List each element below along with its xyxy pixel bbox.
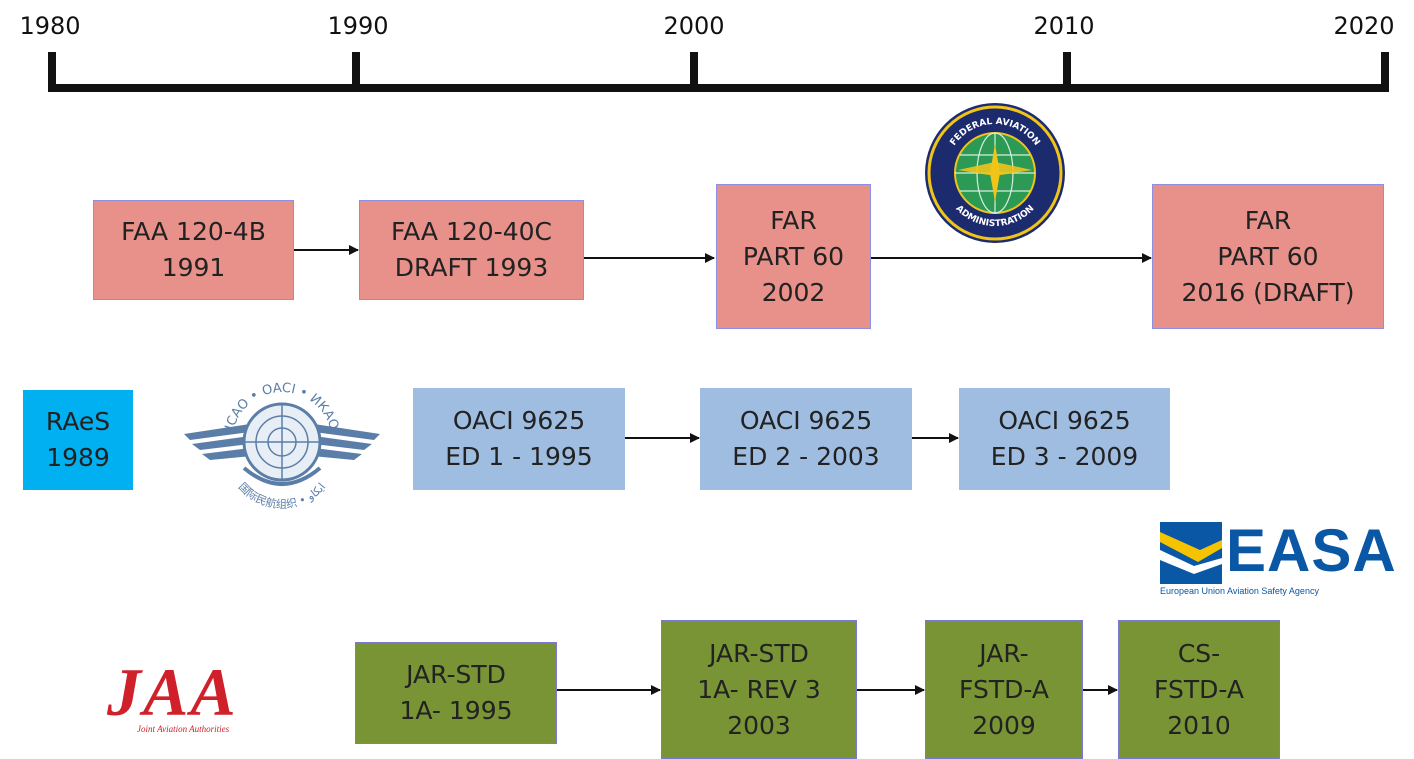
box-line: FAR bbox=[770, 205, 817, 235]
jaa-box: CS- FSTD-A 2010 bbox=[1118, 620, 1280, 759]
axis-tick bbox=[352, 52, 360, 92]
box-line: 2002 bbox=[761, 277, 826, 307]
easa-logo-tagline: European Union Aviation Safety Agency bbox=[1160, 586, 1319, 596]
box-line: RAeS bbox=[45, 407, 111, 436]
faa-seal-logo: FEDERAL AVIATION ADMINISTRATION bbox=[925, 103, 1065, 243]
oaci-box: OACI 9625 ED 1 - 1995 bbox=[413, 388, 625, 490]
axis-tick bbox=[690, 52, 698, 92]
easa-emblem-icon bbox=[1160, 522, 1222, 584]
box-line: JAR-STD bbox=[406, 660, 506, 689]
box-line: CS- bbox=[1177, 638, 1221, 668]
faa-box: FAA 120-40C DRAFT 1993 bbox=[359, 200, 584, 300]
jaa-logo-tagline: Joint Aviation Authorities bbox=[137, 724, 230, 734]
jaa-logo-text: JAA bbox=[107, 654, 238, 730]
box-line: 1991 bbox=[161, 253, 226, 282]
box-line: ED 1 - 1995 bbox=[445, 442, 593, 471]
axis-tick bbox=[48, 52, 56, 92]
oaci-box: OACI 9625 ED 2 - 2003 bbox=[700, 388, 912, 490]
faa-box: FAA 120-4B 1991 bbox=[93, 200, 294, 300]
box-line: 2016 (DRAFT) bbox=[1181, 277, 1355, 307]
box-line: 1A- 1995 bbox=[399, 696, 513, 725]
jaa-box: JAR-STD 1A- 1995 bbox=[355, 642, 557, 744]
easa-logo: EASA European Union Aviation Safety Agen… bbox=[1158, 517, 1396, 600]
box-line: PART 60 bbox=[742, 241, 845, 271]
jaa-box: JAR-STD 1A- REV 3 2003 bbox=[661, 620, 857, 759]
year-label: 2000 bbox=[663, 12, 725, 40]
icao-logo: ICAO • OACI • ИКАО 国际民航组织 • ايكاو bbox=[184, 381, 380, 511]
axis-tick bbox=[1063, 52, 1071, 92]
box-line: FAA 120-40C bbox=[391, 217, 552, 246]
box-line: FAR bbox=[1244, 205, 1292, 235]
axis-tick bbox=[1381, 52, 1389, 92]
year-label: 1980 bbox=[19, 12, 81, 40]
box-line: FSTD-A bbox=[1154, 674, 1244, 704]
raes-box: RAeS 1989 bbox=[23, 390, 133, 490]
year-label: 2010 bbox=[1033, 12, 1095, 40]
box-line: OACI 9625 bbox=[739, 406, 873, 435]
box-line: JAR-STD bbox=[709, 638, 809, 668]
box-line: 2003 bbox=[727, 710, 791, 740]
box-line: OACI 9625 bbox=[452, 406, 586, 435]
box-line: 2009 bbox=[972, 710, 1036, 740]
faa-box: FAR PART 60 2016 (DRAFT) bbox=[1152, 184, 1384, 329]
faa-box: FAR PART 60 2002 bbox=[716, 184, 871, 329]
year-label: 2020 bbox=[1333, 12, 1395, 40]
year-label: 1990 bbox=[327, 12, 389, 40]
box-line: 1A- REV 3 bbox=[697, 674, 821, 704]
box-line: OACI 9625 bbox=[998, 406, 1131, 435]
box-line: JAR- bbox=[979, 638, 1029, 668]
box-line: FAA 120-4B bbox=[121, 217, 266, 246]
jaa-logo: JAA Joint Aviation Authorities bbox=[105, 654, 320, 742]
box-line: 1989 bbox=[46, 443, 110, 472]
axis-line bbox=[48, 84, 1389, 92]
box-line: ED 2 - 2003 bbox=[732, 442, 880, 471]
box-line: PART 60 bbox=[1217, 241, 1319, 271]
oaci-box: OACI 9625 ED 3 - 2009 bbox=[959, 388, 1170, 490]
box-line: DRAFT 1993 bbox=[394, 253, 549, 282]
jaa-box: JAR- FSTD-A 2009 bbox=[925, 620, 1083, 759]
box-line: ED 3 - 2009 bbox=[990, 442, 1139, 471]
box-line: FSTD-A bbox=[959, 674, 1049, 704]
box-line: 2010 bbox=[1167, 710, 1231, 740]
easa-logo-text: EASA bbox=[1226, 517, 1397, 584]
